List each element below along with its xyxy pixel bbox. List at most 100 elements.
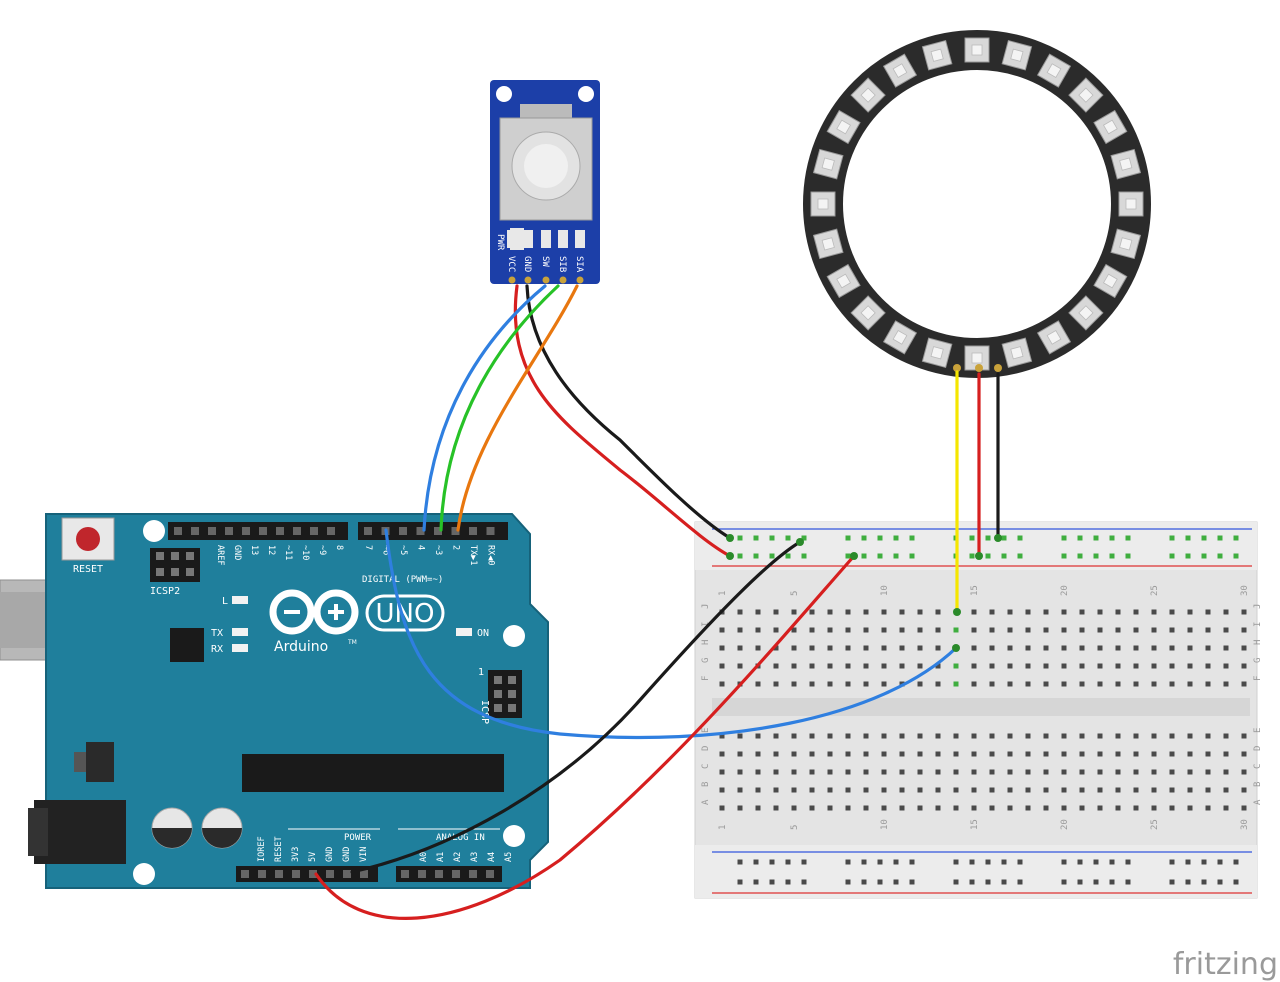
breadboard-hole [791, 645, 797, 651]
encoder-pin-hole [508, 276, 516, 284]
breadboard-hole [1223, 769, 1229, 775]
breadboard-hole [1025, 787, 1031, 793]
breadboard-hole [1169, 859, 1175, 865]
breadboard-hole [737, 627, 743, 633]
breadboard-hole [899, 609, 905, 615]
breadboard-hole [1223, 663, 1229, 669]
breadboard-hole [863, 805, 869, 811]
breadboard-hole [1025, 751, 1031, 757]
breadboard-column-number: 15 [970, 585, 980, 596]
led-tx [232, 628, 248, 636]
bottom-pin-label: A1 [436, 852, 446, 862]
breadboard-hole [1241, 609, 1247, 615]
breadboard-hole [737, 879, 743, 885]
ring-led [810, 191, 836, 217]
breadboard-hole [1061, 769, 1067, 775]
breadboard-hole [1061, 627, 1067, 633]
header-pin [486, 527, 495, 535]
breadboard-hole [1151, 769, 1157, 775]
breadboard-hole [861, 553, 867, 559]
header-pin [399, 527, 407, 535]
breadboard-hole [755, 769, 761, 775]
top-pin-label: 7 [363, 545, 373, 550]
breadboard-hole [881, 751, 887, 757]
ring-led [921, 39, 953, 71]
breadboard-hole [1169, 535, 1175, 541]
breadboard-hole [1079, 681, 1085, 687]
breadboard-hole [877, 553, 883, 559]
encoder-pin-pad [523, 230, 533, 248]
header-pin [486, 870, 494, 878]
breadboard-hole [1187, 609, 1193, 615]
header-pin [208, 527, 216, 535]
breadboard-hole [1097, 645, 1103, 651]
breadboard-hole [909, 553, 915, 559]
breadboard-row-letter: E [1253, 728, 1263, 733]
header-pin [309, 870, 317, 878]
breadboard-hole [1205, 663, 1211, 669]
breadboard-hole [773, 609, 779, 615]
led-tx-label: TX [211, 628, 223, 639]
encoder-tabs [520, 104, 572, 118]
breadboard-hole [1187, 769, 1193, 775]
breadboard-hole [1201, 553, 1207, 559]
breadboard-hole [899, 645, 905, 651]
breadboard-hole [1061, 681, 1067, 687]
breadboard-hole [969, 859, 975, 865]
breadboard-hole [773, 769, 779, 775]
breadboard-hole [737, 787, 743, 793]
header-pin [364, 527, 372, 535]
ring-led [850, 77, 886, 113]
ring-led [826, 109, 861, 145]
breadboard-hole [773, 733, 779, 739]
breadboard-hole [985, 859, 991, 865]
breadboard-hole [1133, 681, 1139, 687]
breadboard-hole [1079, 627, 1085, 633]
breadboard-hole [737, 663, 743, 669]
breadboard-hole [753, 859, 759, 865]
header-pin [292, 870, 300, 878]
wire-black-encoder-gnd [525, 284, 732, 540]
wire-red-5v-to-breadboard [314, 554, 856, 920]
breadboard-hole [1205, 751, 1211, 757]
encoder-pin-label: SIB [557, 256, 567, 272]
breadboard-hole [899, 627, 905, 633]
breadboard-hole [989, 751, 995, 757]
breadboard-hole [1115, 645, 1121, 651]
breadboard-hole [1043, 769, 1049, 775]
encoder-pin-label: SIA [574, 256, 584, 273]
breadboard-hole [719, 805, 725, 811]
breadboard-hole [935, 663, 941, 669]
breadboard-hole [1205, 645, 1211, 651]
header-pin [259, 527, 267, 535]
breadboard-hole [809, 805, 815, 811]
bottom-power-rail [695, 845, 1257, 898]
reset-label: RESET [73, 564, 103, 575]
breadboard-hole [917, 733, 923, 739]
breadboard-hole [755, 805, 761, 811]
breadboard-hole [989, 805, 995, 811]
breadboard-hole [863, 663, 869, 669]
ring-led [1110, 148, 1142, 180]
encoder-pin-pad [558, 230, 568, 248]
ring-led [850, 295, 886, 331]
header-pin [416, 527, 425, 535]
breadboard-hole [809, 627, 815, 633]
breadboard-hole [737, 733, 743, 739]
breadboard-hole [1205, 805, 1211, 811]
breadboard-row-letter: F [701, 676, 711, 681]
breadboard-column-number: 5 [790, 825, 800, 830]
bottom-pin-label: VIN [359, 847, 369, 862]
breadboard-hole [1151, 787, 1157, 793]
header-pin [242, 527, 250, 535]
breadboard-hole [971, 733, 977, 739]
breadboard-hole [719, 663, 725, 669]
breadboard-hole [863, 645, 869, 651]
atmega-chip [242, 754, 504, 792]
breadboard-hole [1079, 733, 1085, 739]
top-pin-label: 2 [451, 545, 461, 550]
breadboard-hole [1169, 681, 1175, 687]
bottom-pin-label: RESET [274, 836, 284, 862]
